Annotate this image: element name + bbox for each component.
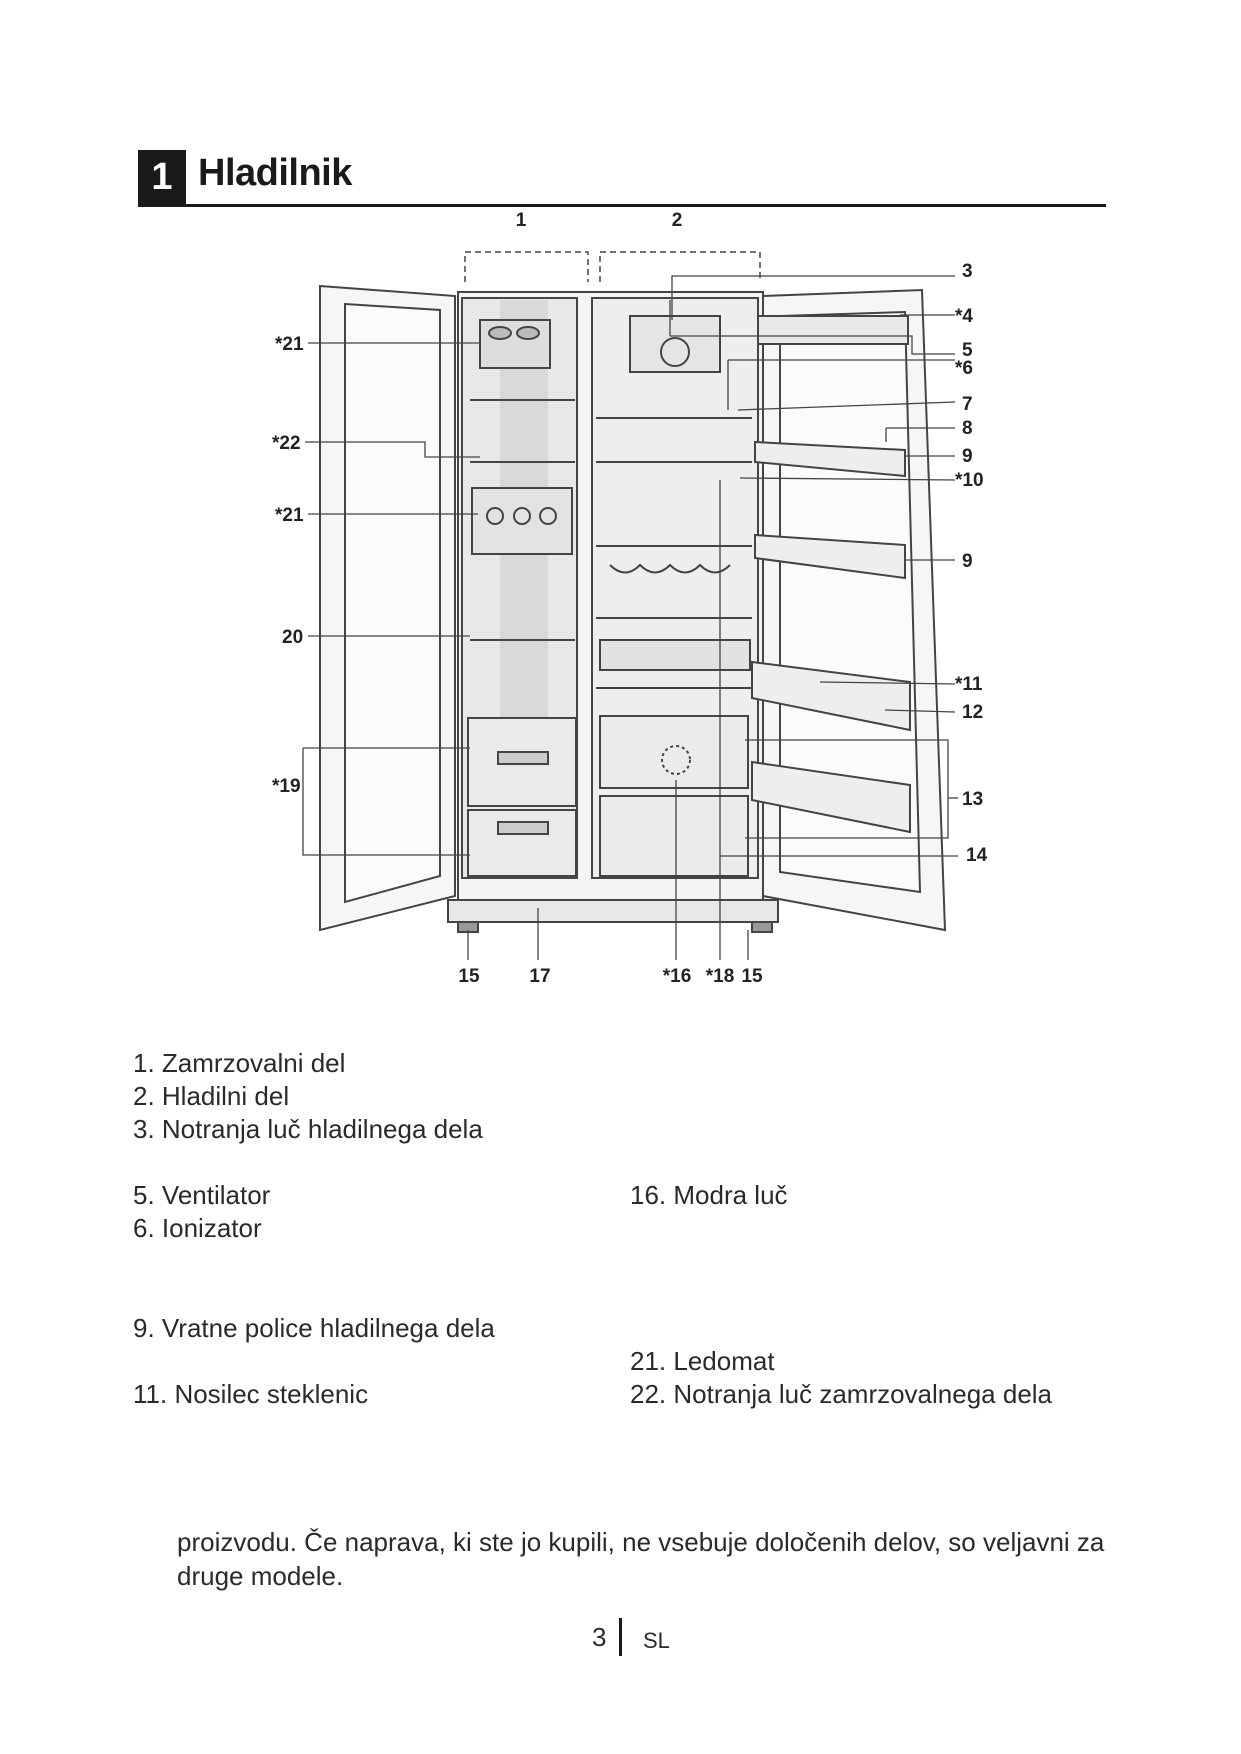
label-21b: *21	[275, 505, 304, 526]
legend-item-21: 21. Ledomat	[630, 1346, 775, 1377]
label-10: *10	[955, 470, 984, 491]
language-code: SL	[643, 1628, 670, 1654]
label-1: 1	[516, 210, 527, 231]
note-text: proizvodu. Če naprava, ki ste jo kupili,…	[177, 1525, 1157, 1593]
label-15a: 15	[458, 966, 480, 987]
label-22: *22	[272, 433, 301, 454]
label-19: *19	[272, 776, 301, 797]
label-14: 14	[966, 845, 988, 866]
legend-item-16: 16. Modra luč	[630, 1180, 788, 1211]
label-8: 8	[962, 418, 973, 439]
legend-item-9: 9. Vratne police hladilnega dela	[133, 1313, 495, 1344]
label-3: 3	[962, 261, 973, 282]
label-17: 17	[529, 966, 550, 987]
label-6: *6	[955, 358, 973, 379]
legend-item-1: 1. Zamrzovalni del	[133, 1048, 345, 1079]
legend-item-3: 3. Notranja luč hladilnega dela	[133, 1114, 483, 1145]
label-16: *16	[663, 966, 692, 987]
label-15b: 15	[741, 966, 763, 987]
label-7: 7	[962, 394, 973, 415]
page-number: 3	[592, 1622, 606, 1653]
label-18: *18	[706, 966, 735, 987]
legend-item-2: 2. Hladilni del	[133, 1081, 289, 1112]
label-21a: *21	[275, 334, 304, 355]
legend-item-11: 11. Nosilec steklenic	[133, 1379, 368, 1410]
footer-divider	[619, 1618, 622, 1656]
label-20: 20	[282, 627, 303, 648]
legend-item-5: 5. Ventilator	[133, 1180, 270, 1211]
label-9b: 9	[962, 551, 973, 572]
legend-item-6: 6. Ionizator	[133, 1213, 262, 1244]
label-9a: 9	[962, 446, 973, 467]
refrigerator-diagram: 1 2 3 *4 5 *6 7 8 9 *10 9 *11 12 13 14 1…	[0, 0, 1241, 1000]
label-11: *11	[955, 674, 983, 695]
legend-item-22: 22. Notranja luč zamrzovalnega dela	[630, 1379, 1052, 1410]
label-2: 2	[672, 210, 683, 231]
label-12: 12	[962, 702, 983, 723]
label-13: 13	[962, 789, 983, 810]
label-4: *4	[955, 306, 973, 327]
